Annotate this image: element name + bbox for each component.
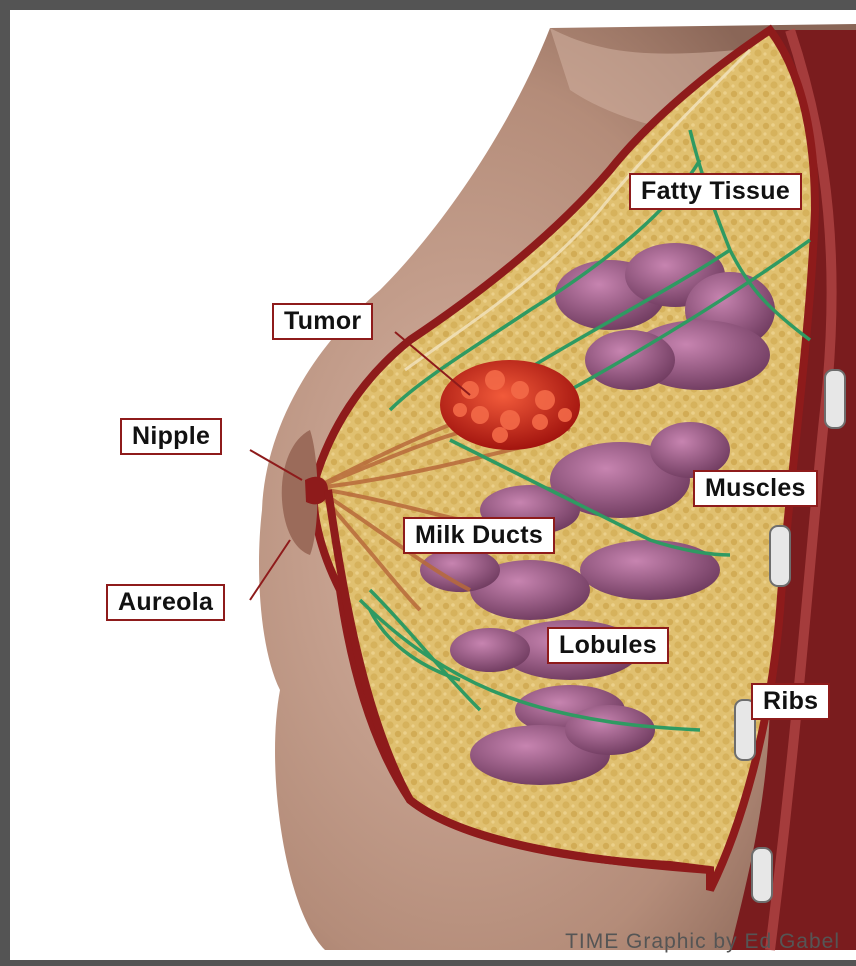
label-nipple: Nipple: [120, 418, 222, 455]
label-milk-ducts: Milk Ducts: [403, 517, 555, 554]
label-lobules: Lobules: [547, 627, 669, 664]
label-fatty-tissue: Fatty Tissue: [629, 173, 802, 210]
tumor-mass: [440, 360, 580, 450]
graphic-credit: TIME Graphic by Ed Gabel: [565, 930, 840, 954]
label-ribs: Ribs: [751, 683, 830, 720]
label-tumor: Tumor: [272, 303, 373, 340]
diagram-panel: Fatty Tissue Tumor Nipple Muscles Milk D…: [10, 10, 856, 960]
label-aureola: Aureola: [106, 584, 225, 621]
label-muscles: Muscles: [693, 470, 818, 507]
